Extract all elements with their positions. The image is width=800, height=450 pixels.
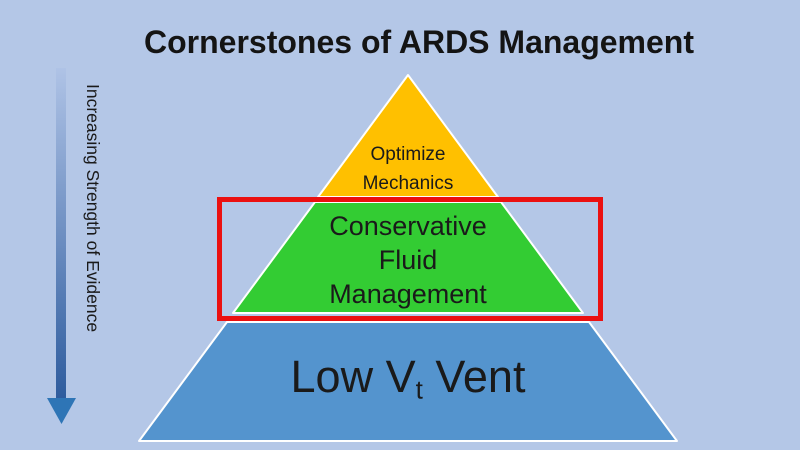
tier-label-prefix: Low V <box>290 351 416 402</box>
slide-title: Cornerstones of ARDS Management <box>144 24 694 60</box>
tier-label-line: Optimize <box>370 144 446 165</box>
tier-label-suffix: Vent <box>422 351 526 402</box>
tier-label-line: Mechanics <box>362 173 454 194</box>
evidence-arrow-shaft <box>56 68 66 398</box>
evidence-arrow-head <box>47 398 76 424</box>
tier-low-vt-vent-shape <box>138 321 678 442</box>
highlight-box <box>217 197 603 321</box>
tier-label-line: Conservative <box>329 211 487 241</box>
tier-label-line: Fluid <box>378 245 438 275</box>
tier-label-subscript: t <box>415 374 423 405</box>
evidence-axis-label: Increasing Strength of Evidence <box>83 84 103 333</box>
tier-label-line: Management <box>329 279 487 309</box>
tier-low-vt-vent-label: Low Vt Vent <box>158 351 658 406</box>
tier-optimize-mechanics-label: Optimize Mechanics <box>158 140 658 198</box>
tier-conservative-fluid-label: Conservative Fluid Management <box>158 209 658 311</box>
